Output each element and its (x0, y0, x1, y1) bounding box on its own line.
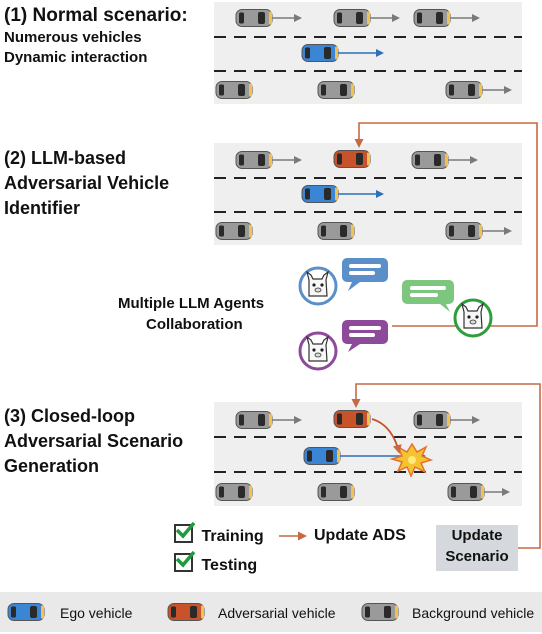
car-icon (317, 81, 355, 99)
speech-bubble-icon (342, 320, 388, 352)
panel-3-title-3: Generation (4, 456, 100, 476)
car-icon (235, 151, 302, 169)
update-ads-label: Update ADS (314, 527, 406, 544)
llama-agent-icon (298, 331, 338, 371)
testing-row: Testing (174, 550, 258, 576)
update-scenario-line-1: Update (451, 527, 503, 544)
adversarial-car-icon (333, 150, 371, 168)
legend-background-car-icon (361, 603, 399, 621)
llama-agent-icon (298, 266, 338, 306)
car-icon (235, 411, 302, 429)
car-icon (411, 151, 478, 169)
adversarial-trajectory (371, 418, 402, 454)
panel-1-subtitle-1: Numerous vehicles (4, 29, 142, 46)
car-icon (235, 9, 302, 27)
panel-3-title-2: Adversarial Scenario (4, 431, 184, 451)
checkbox-icon (174, 550, 196, 572)
panel-2-title-2: Adversarial Vehicle (4, 173, 170, 193)
car-icon (317, 222, 355, 240)
car-icon (215, 222, 253, 240)
legend-adversarial-car-icon (167, 603, 205, 621)
testing-label: Testing (201, 557, 258, 574)
feedback-arrow-panel-3 (351, 383, 541, 549)
car-icon (447, 483, 510, 501)
agents-label-2: Collaboration (146, 316, 243, 333)
car-icon (333, 9, 400, 27)
llama-agent-icon (453, 298, 493, 338)
adversarial-car-icon (333, 410, 371, 428)
speech-bubble-icon (402, 280, 454, 312)
agents-label-1: Multiple LLM Agents (118, 295, 265, 312)
training-label: Training (201, 528, 264, 545)
update-scenario-box: Update Scenario (436, 525, 518, 571)
car-icon (445, 222, 512, 240)
panel-1-title: (1) Normal scenario: (4, 5, 188, 26)
car-icon (317, 483, 355, 501)
panel-2-title-1: (2) LLM-based (4, 148, 127, 168)
ego-car-icon (301, 185, 384, 203)
ego-car-icon (301, 44, 384, 62)
car-icon (445, 81, 512, 99)
legend-ego-label: Ego vehicle (60, 605, 133, 621)
update-scenario-line-2: Scenario (445, 548, 509, 565)
legend-bar (0, 592, 542, 632)
car-icon (413, 411, 480, 429)
car-icon (215, 81, 253, 99)
checkbox-icon (174, 521, 196, 543)
car-icon (215, 483, 253, 501)
panel-3-title-1: (3) Closed-loop (4, 406, 135, 426)
legend-background-label: Background vehicle (412, 605, 535, 621)
speech-bubble-icon (342, 258, 388, 291)
training-row: Training (174, 521, 264, 547)
legend-adversarial-label: Adversarial vehicle (218, 605, 336, 621)
car-icon (413, 9, 480, 27)
panel-2-title-3: Identifier (4, 198, 81, 218)
legend-ego-car-icon (7, 603, 45, 621)
panel-1-subtitle-2: Dynamic interaction (4, 49, 148, 66)
